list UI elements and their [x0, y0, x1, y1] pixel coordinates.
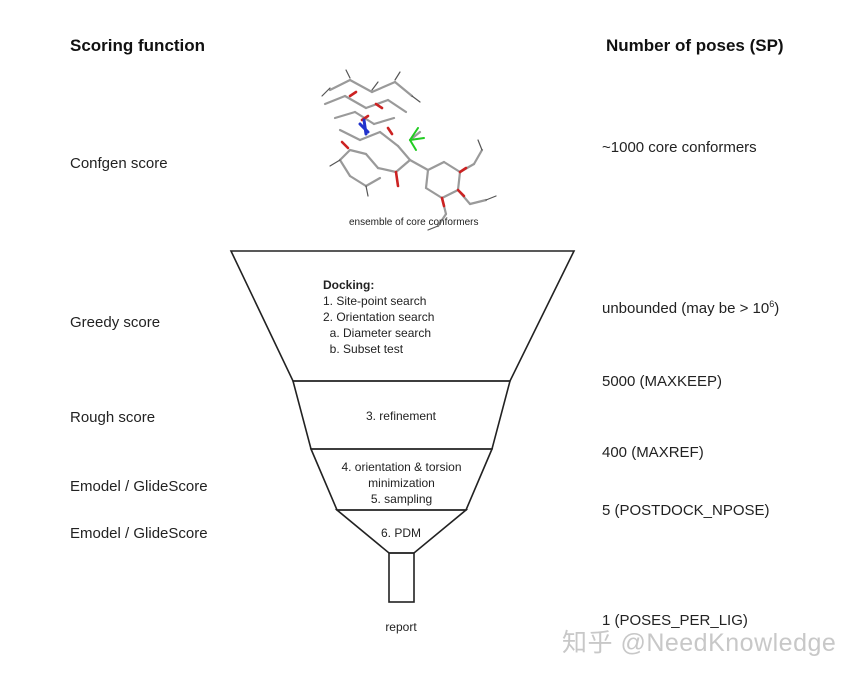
scoring-label-greedy: Greedy score	[70, 314, 161, 331]
scoring-label-emodel-1: Emodel / GlideScore	[70, 478, 208, 495]
docking-step-2: 2. Orientation search	[323, 310, 435, 324]
pose-count-greedy: unbounded (may be > 106)	[602, 299, 779, 317]
docking-step-2b: b. Subset test	[323, 342, 404, 356]
minimization-line-1: 4. orientation & torsion	[341, 460, 462, 474]
minimization-line-2: minimization	[368, 476, 435, 490]
docking-step-2a: a. Diameter search	[323, 326, 432, 340]
ensemble-caption: ensemble of core conformers	[349, 217, 479, 228]
scoring-label-emodel-2: Emodel / GlideScore	[70, 525, 208, 542]
pdm-stage-text: 6. PDM	[380, 526, 421, 540]
scoring-function-header: Scoring function	[70, 36, 206, 55]
docking-step-1: 1. Site-point search	[323, 294, 427, 308]
pose-count-maxref: 400 (MAXREF)	[602, 444, 704, 461]
pose-count-poses-per-lig: 1 (POSES_PER_LIG)	[602, 612, 748, 629]
pose-count-maxkeep: 5000 (MAXKEEP)	[602, 373, 723, 390]
scoring-label-confgen: Confgen score	[70, 155, 168, 172]
scoring-label-rough: Rough score	[70, 409, 156, 426]
pose-count-greedy-suffix: )	[774, 300, 780, 317]
molecule-ensemble-image	[321, 69, 497, 231]
report-label: report	[385, 620, 417, 634]
pose-count-greedy-exponent: 6	[769, 299, 775, 309]
refinement-stage-text: 3. refinement	[365, 409, 437, 423]
watermark: 知乎 @NeedKnowledge	[562, 629, 837, 657]
docking-stage-text: Docking: 1. Site-point search 2. Orienta…	[323, 277, 434, 357]
minimization-line-3: 5. sampling	[370, 492, 433, 506]
funnel-spout	[388, 552, 415, 603]
docking-title: Docking:	[323, 278, 375, 292]
minimization-stage-text: 4. orientation & torsion minimization 5.…	[311, 459, 492, 507]
pose-count-postdock: 5 (POSTDOCK_NPOSE)	[602, 502, 770, 519]
pose-count-greedy-prefix: unbounded (may be > 10	[602, 300, 770, 317]
pose-count-confgen: ~1000 core conformers	[602, 139, 757, 156]
number-of-poses-header: Number of poses (SP)	[606, 36, 784, 55]
